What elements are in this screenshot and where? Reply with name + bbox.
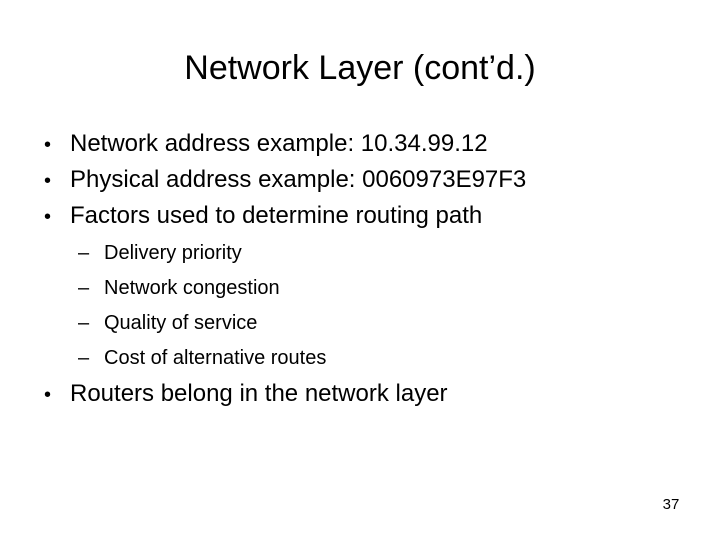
bullet-item: • Routers belong in the network layer [44,382,448,407]
sub-bullet-text: Delivery priority [104,242,242,264]
dash-marker: – [78,347,90,369]
sub-bullet-item: – Cost of alternative routes [78,348,326,368]
slide-title: Network Layer (cont’d.) [184,49,536,87]
bullet-marker: • [44,134,52,156]
dash-marker: – [78,277,90,299]
page-number: 37 [662,496,680,513]
bullet-item: • Physical address example: 0060973E97F3 [44,168,526,193]
bullet-text: Routers belong in the network layer [70,380,448,407]
bullet-text: Network address example: 10.34.99.12 [70,130,488,157]
dash-marker: – [78,312,90,334]
bullet-marker: • [44,384,52,406]
bullet-text: Physical address example: 0060973E97F3 [70,166,527,193]
sub-bullet-text: Network congestion [104,277,280,299]
bullet-item: • Factors used to determine routing path [44,204,482,229]
bullet-marker: • [44,170,52,192]
bullet-text: Factors used to determine routing path [70,202,483,229]
sub-bullet-item: – Delivery priority [78,243,242,263]
dash-marker: – [78,242,90,264]
bullet-marker: • [44,206,52,228]
sub-bullet-item: – Network congestion [78,278,280,298]
sub-bullet-item: – Quality of service [78,313,257,333]
bullet-item: • Network address example: 10.34.99.12 [44,132,488,157]
sub-bullet-text: Quality of service [104,312,258,334]
sub-bullet-text: Cost of alternative routes [104,347,327,369]
